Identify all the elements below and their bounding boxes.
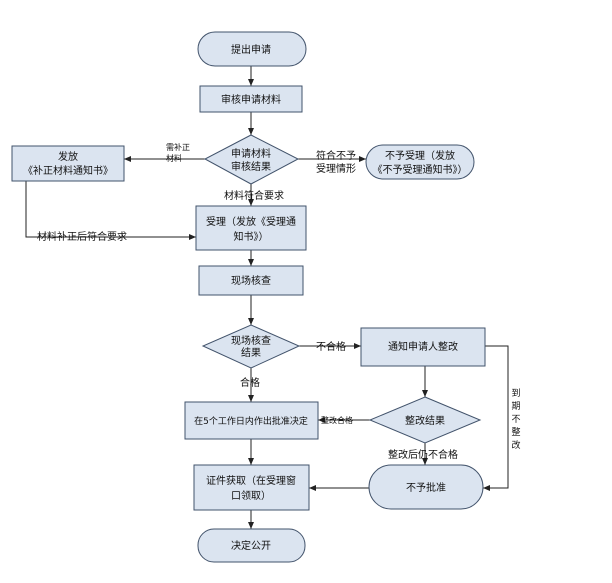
node-rectify-result-label: 整改结果 (405, 414, 445, 427)
node-apply-label: 提出申请 (231, 43, 271, 56)
node-inspect-result-label-2: 结果 (241, 346, 261, 359)
node-inspect-result: 现场核查 结果 (201, 324, 301, 369)
node-inspect: 现场核查 (198, 265, 304, 296)
edge-supp-ok (25, 181, 196, 240)
node-inspect-label: 现场核查 (231, 274, 271, 287)
node-publish: 决定公开 (197, 528, 306, 563)
label-overdue-char-4: 整 (511, 426, 520, 438)
node-review-result-label-1: 申请材料 (231, 147, 271, 160)
node-accept-label-1: 受理（发放《受理通 (206, 215, 296, 228)
label-fail: 不合格 (316, 340, 346, 353)
node-reject-label-1: 不予受理（发放 (385, 149, 455, 162)
node-inspect-result-label-1: 现场核查 (231, 334, 271, 347)
label-still-fail: 整改后仍不合格 (388, 448, 458, 461)
node-apply: 提出申请 (197, 31, 307, 67)
node-review-label: 审核申请材料 (221, 93, 281, 106)
label-not-meet-1: 符合不予 (316, 149, 356, 162)
label-overdue-char-5: 改 (511, 439, 520, 451)
node-issue-supplement: 发放 《补正材料通知书》 (11, 145, 125, 182)
node-reject: 不予受理（发放 《不予受理通知书》） (365, 144, 475, 180)
node-publish-label: 决定公开 (231, 539, 271, 552)
label-overdue-char-2: 期 (511, 401, 520, 412)
label-supplement-ok: 材料补正后符合要求 (37, 230, 127, 243)
node-reject-label-2: 《不予受理通知书》） (373, 163, 468, 176)
label-need-supplement-2: 材料 (166, 153, 182, 163)
node-not-approve: 不予批准 (368, 464, 484, 510)
node-certificate-label-2: 口领取） (231, 489, 271, 502)
node-decide-label: 在5个工作日内作出批准决定 (194, 415, 308, 427)
node-issue-supplement-label-1: 发放 (58, 150, 78, 163)
node-notify-rectify: 通知申请人整改 (360, 327, 486, 367)
node-certificate-label-1: 证件获取（在受理窗 (206, 474, 296, 487)
node-decide: 在5个工作日内作出批准决定 (184, 401, 319, 440)
connectors (25, 66, 509, 529)
label-rectify-pass: 整改合格 (321, 415, 353, 425)
label-pass: 合格 (240, 376, 260, 389)
label-overdue-char-3: 不 (511, 414, 520, 425)
node-rectify-result: 整改结果 (368, 396, 482, 444)
node-certificate: 证件获取（在受理窗 口领取） (193, 464, 310, 511)
node-review-result-label-2: 审核结果 (231, 160, 271, 173)
node-issue-supplement-label-2: 《补正材料通知书》 (23, 164, 113, 177)
edge-labels: 需补正 材料 符合不予 受理情形 材料符合要求 材料补正后符合要求 不合格 合格… (37, 142, 521, 461)
label-overdue-char-1: 到 (511, 387, 520, 399)
label-meet: 材料符合要求 (224, 189, 284, 202)
label-not-meet-2: 受理情形 (316, 162, 356, 175)
node-notify-rectify-label: 通知申请人整改 (388, 340, 458, 353)
node-not-approve-label: 不予批准 (406, 481, 446, 494)
node-accept: 受理（发放《受理通 知书》） (195, 205, 307, 251)
label-need-supplement-1: 需补正 (166, 142, 190, 152)
node-accept-label-2: 知书》） (234, 230, 269, 243)
node-review-result: 申请材料 审核结果 (203, 134, 300, 185)
node-review: 审核申请材料 (199, 85, 303, 113)
edge-overdue (483, 345, 509, 491)
